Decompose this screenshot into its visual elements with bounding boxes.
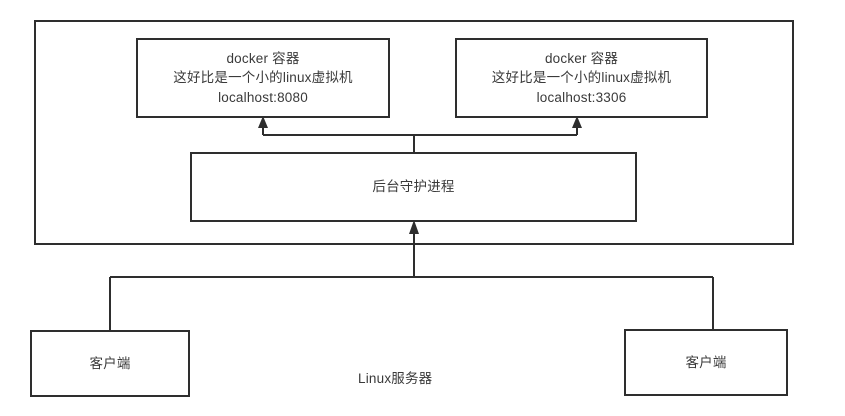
docker-container-3306-desc: 这好比是一个小的linux虚拟机 [491,70,672,86]
client-right-label: 客户端 [685,354,727,370]
client-left-box[interactable]: 客户端 [30,330,190,397]
docker-container-3306-title: docker 容器 [544,50,619,66]
docker-container-8080-title: docker 容器 [226,50,300,66]
docker-container-8080-address: localhost:8080 [218,89,308,105]
docker-container-8080-desc: 这好比是一个小的linux虚拟机 [173,70,353,86]
docker-container-3306-address: localhost:3306 [536,89,627,105]
client-left-label: 客户端 [89,355,131,371]
daemon-process-box[interactable]: 后台守护进程 [190,152,637,222]
docker-container-3306-box[interactable]: docker 容器 这好比是一个小的linux虚拟机 localhost:330… [455,38,708,118]
linux-server-caption: Linux服务器 [358,371,433,386]
daemon-process-label: 后台守护进程 [372,179,455,195]
docker-container-8080-box[interactable]: docker 容器 这好比是一个小的linux虚拟机 localhost:808… [136,38,390,118]
client-right-box[interactable]: 客户端 [624,329,788,396]
